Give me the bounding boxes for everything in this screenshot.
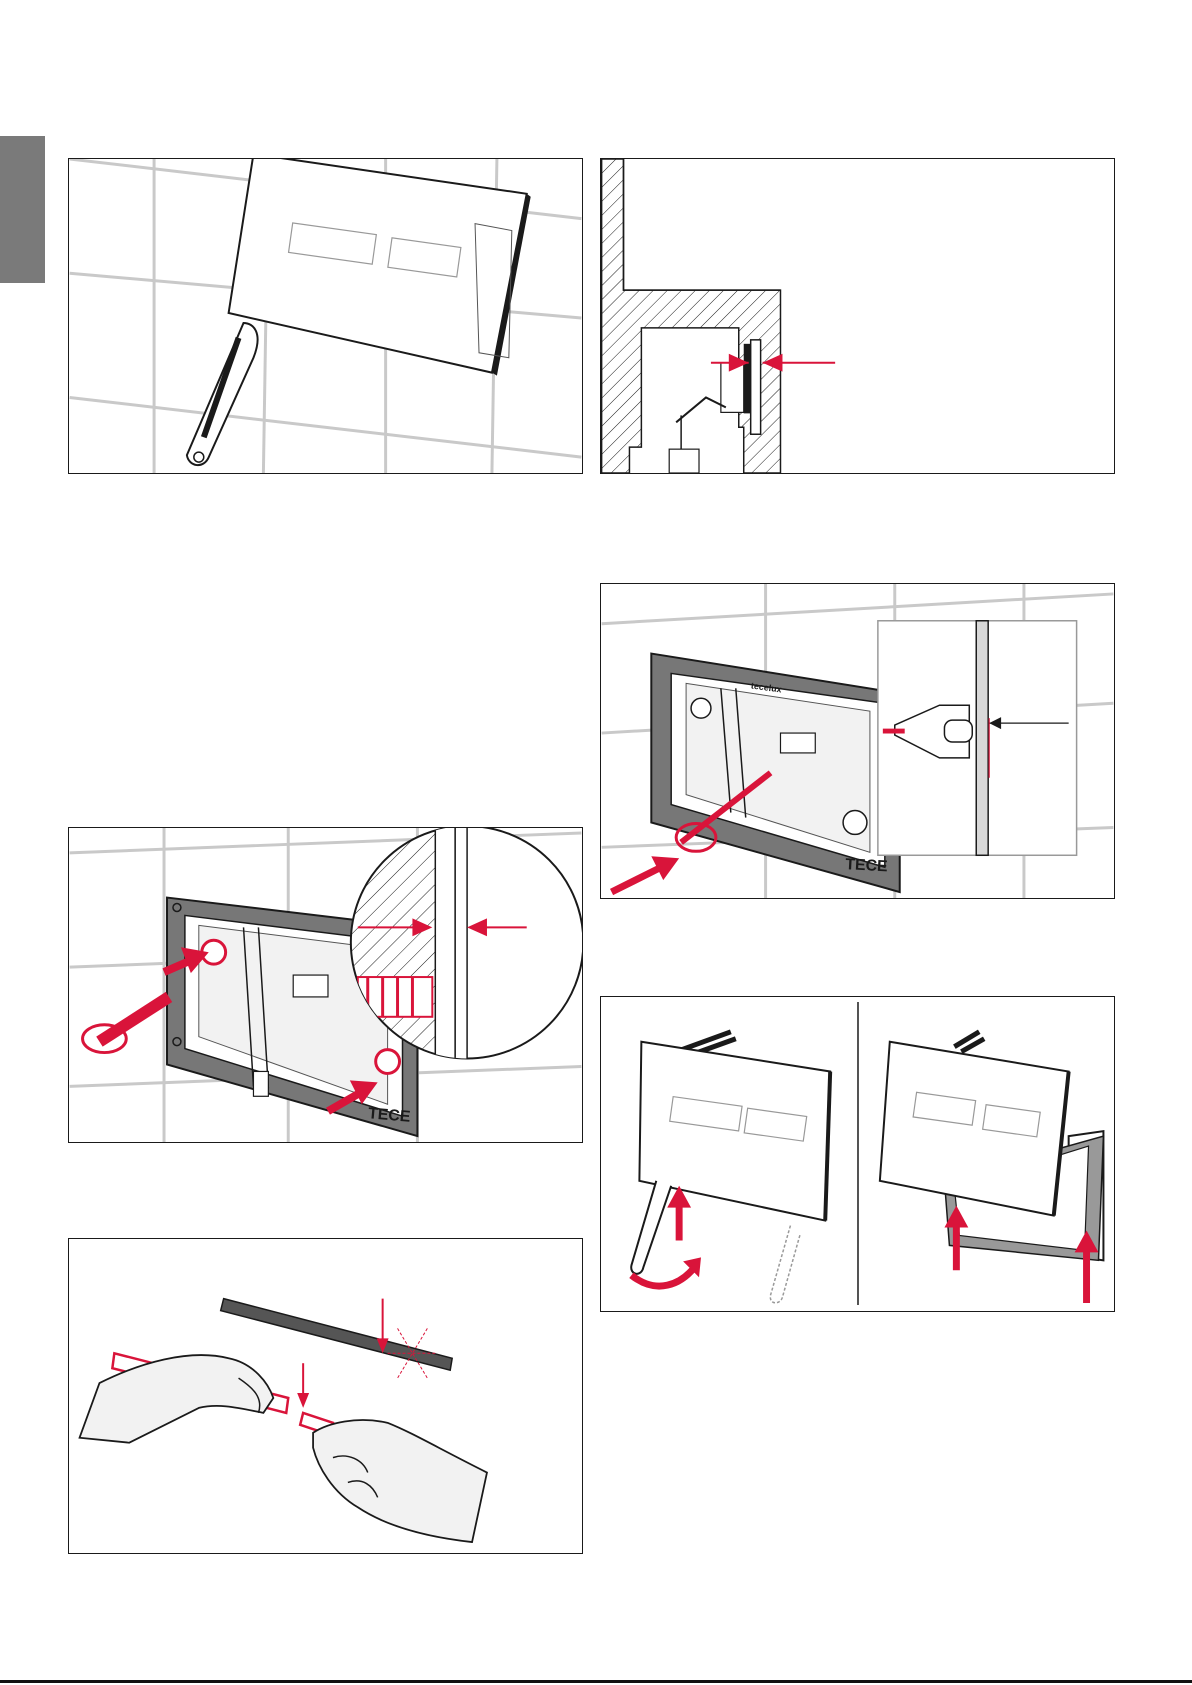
illustration-plate-attach	[601, 997, 1114, 1311]
illustration-break-rod	[69, 1239, 582, 1553]
chapter-tab	[0, 136, 45, 283]
panel-plate-attach	[600, 996, 1115, 1312]
panel-wall-section	[600, 158, 1115, 474]
panel-frame-adjust: tecelux TECE	[600, 583, 1115, 899]
illustration-frame-screws: TECE	[69, 828, 582, 1142]
frame-logo: TECE	[845, 856, 888, 875]
panel-break-rod	[68, 1238, 583, 1554]
illustration-frame-adjust: tecelux TECE	[601, 584, 1114, 898]
footer-rule	[0, 1680, 1192, 1683]
panel-frame-screws: TECE	[68, 827, 583, 1143]
illustration-plate-tilted	[69, 159, 582, 473]
panel-plate-tilted	[68, 158, 583, 474]
illustration-wall-section	[601, 159, 1114, 473]
